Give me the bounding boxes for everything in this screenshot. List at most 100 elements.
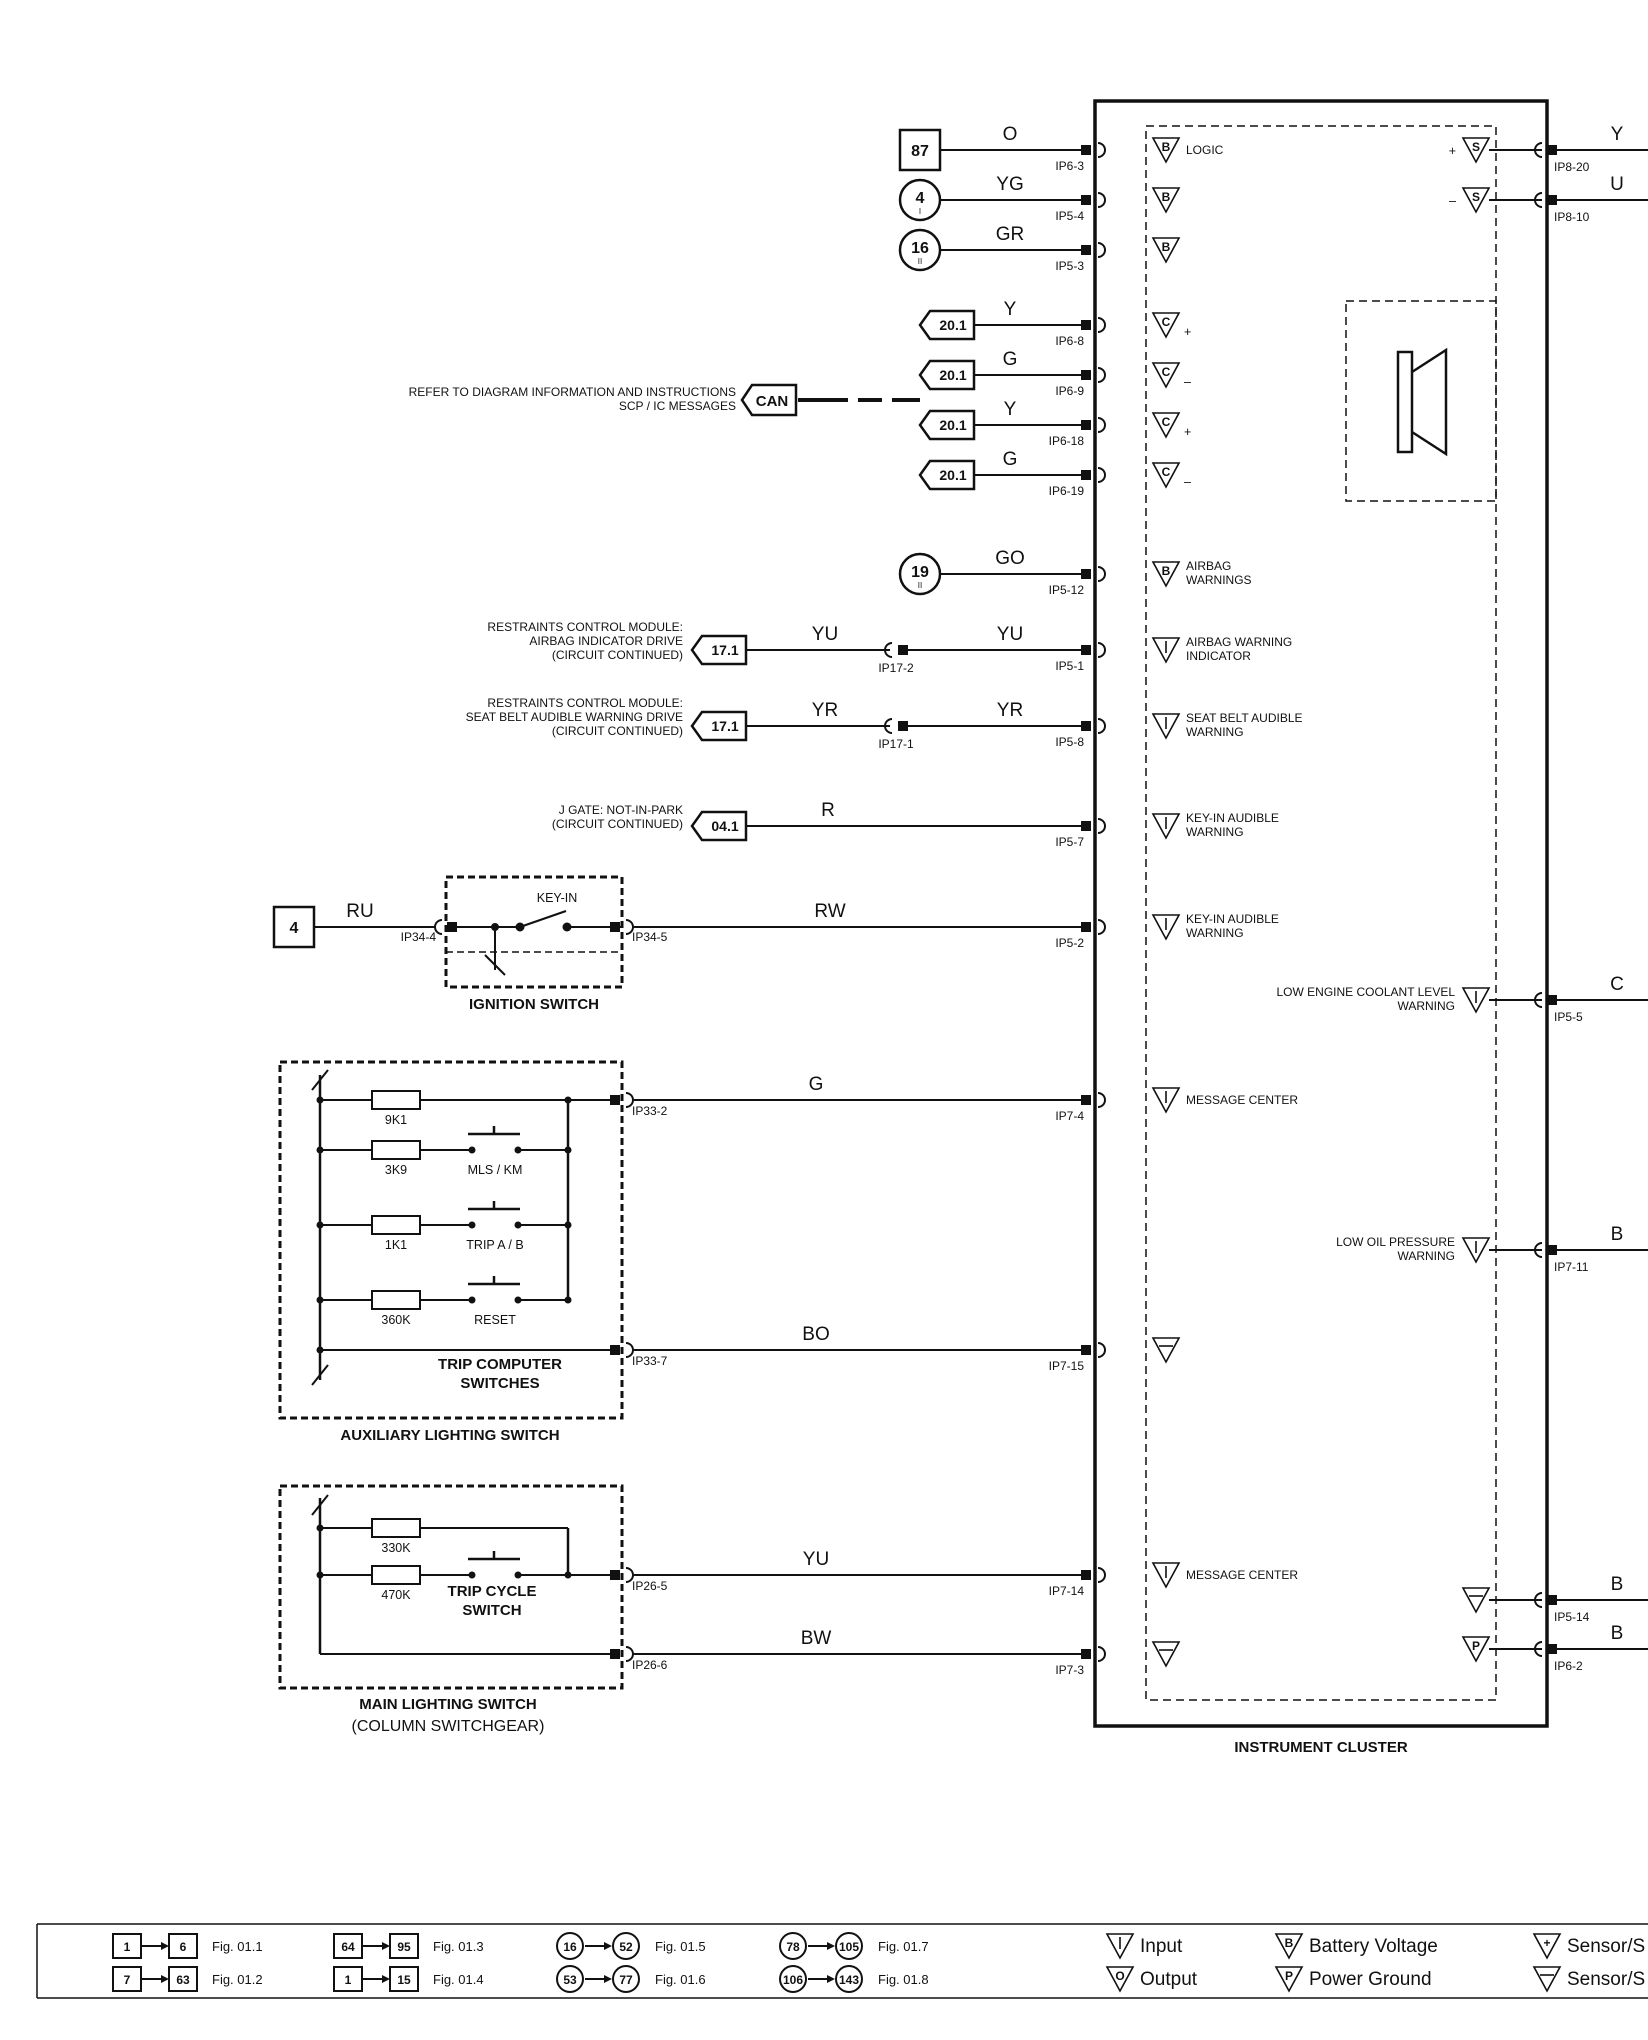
ref-circle (898, 552, 942, 596)
ref-number: 4 (916, 190, 925, 207)
title-line: SWITCHES (460, 1375, 539, 1392)
pin-symbol: C (1151, 462, 1181, 489)
connector-ref: 87 (898, 128, 942, 172)
legend-from: 53 (563, 1973, 577, 1987)
module-pin: IP7-4 (1055, 1109, 1084, 1123)
triangle (1151, 1641, 1181, 1668)
ref-sub: II (918, 257, 922, 266)
legend-symbol-label: Power Ground (1309, 1969, 1432, 1990)
module-pin: IP6-19 (1049, 484, 1085, 498)
wire-color: G (1003, 449, 1018, 470)
connector-ref: 17.1 (690, 710, 748, 742)
auxiliary-lighting-switch-box (278, 1060, 624, 1420)
triangle (1151, 462, 1181, 489)
ref-arrow (690, 634, 748, 666)
legend-symbol-label: Sensor/S (1567, 1936, 1645, 1957)
symbol-letter: P (1285, 1969, 1293, 1983)
legend-symbol-4: P Power Ground (1274, 1966, 1432, 1993)
legend-symbol-label: Output (1140, 1969, 1198, 1990)
connector-ref: 17.1 (690, 634, 748, 666)
triangle (1461, 1636, 1491, 1663)
connector-ref: 4I (898, 178, 942, 222)
legend-fig-label: Fig. 01.8 (878, 1972, 929, 1987)
legend-fig-label: Fig. 01.6 (655, 1972, 706, 1987)
terminal-socket (1097, 1646, 1106, 1662)
note-line: (CIRCUIT CONTINUED) (552, 817, 683, 831)
contact (468, 1221, 476, 1229)
wire-color: B (1611, 1574, 1624, 1595)
triangle (1151, 362, 1181, 389)
desc-line: WARNING (1186, 926, 1244, 940)
resistor-360K (371, 1290, 421, 1310)
switch-pin: IP26-6 (632, 1658, 668, 1672)
symbol-letter: C (1162, 415, 1171, 429)
switch-pin: IP26-5 (632, 1579, 668, 1593)
terminal-socket (625, 1567, 634, 1583)
triangle (1105, 1966, 1135, 1993)
triangle (1461, 1587, 1491, 1614)
triangle (1151, 137, 1181, 164)
legend-box (168, 1966, 198, 1992)
pin-symbol: B (1151, 137, 1181, 164)
instrument-cluster-inner (1145, 125, 1497, 1701)
wire-color: BO (802, 1324, 829, 1345)
terminal-socket (1097, 718, 1106, 734)
ref-number: 20.1 (939, 417, 966, 433)
terminal-pin (1081, 721, 1091, 731)
legend-arrowhead (604, 1975, 612, 1983)
terminal-socket (1534, 1242, 1543, 1258)
legend-from: 16 (563, 1940, 577, 1954)
switch-label: KEY-IN (537, 891, 578, 905)
symbol-letter: B (1162, 564, 1171, 578)
legend-circle (779, 1932, 807, 1960)
pin-symbol (1151, 637, 1181, 664)
circuit-note: RESTRAINTS CONTROL MODULE:SEAT BELT AUDI… (466, 696, 683, 738)
wire-color: GR (996, 224, 1025, 245)
symbol-letter: S (1472, 190, 1480, 204)
terminal-pin (1081, 320, 1091, 330)
triangle (1274, 1966, 1304, 1993)
desc-line: WARNING (1186, 725, 1244, 739)
symbol-letter: + (1543, 1936, 1550, 1950)
terminal-pin (1081, 821, 1091, 831)
bus-cap (311, 1494, 329, 1516)
button-label: MLS / KM (468, 1163, 523, 1177)
contact (468, 1296, 476, 1304)
terminal-pin (1081, 370, 1091, 380)
legend-circle (835, 1965, 863, 1993)
symbol-letter: O (1115, 1969, 1124, 1983)
inline-connector-pin: IP17-1 (878, 737, 914, 751)
instrument-cluster-body (1093, 99, 1549, 1728)
pin-symbol: C (1151, 412, 1181, 439)
wire-color: B (1611, 1224, 1624, 1245)
polarity: – (1184, 475, 1191, 489)
legend-symbol-label: Sensor/S (1567, 1969, 1645, 1990)
ref-square (898, 128, 942, 172)
legend-to: 77 (619, 1973, 633, 1987)
junction (564, 1096, 572, 1104)
terminal-socket (1097, 566, 1106, 582)
triangle (1532, 1966, 1562, 1993)
terminal-socket (1097, 242, 1106, 258)
triangle (1151, 237, 1181, 264)
button-label: RESET (474, 1313, 516, 1327)
legend-from: 1 (345, 1973, 352, 1987)
right-pin-row-5: IP5-14B (1461, 1574, 1648, 1624)
terminal-pin (610, 1570, 620, 1580)
legend-symbol-6: Sensor/S (1532, 1966, 1645, 1993)
terminal-socket (1534, 1641, 1543, 1657)
terminal-socket (1097, 1092, 1106, 1108)
terminal-pin (1081, 245, 1091, 255)
note-line: RESTRAINTS CONTROL MODULE: (487, 696, 683, 710)
module-pin: IP7-11 (1554, 1260, 1589, 1274)
